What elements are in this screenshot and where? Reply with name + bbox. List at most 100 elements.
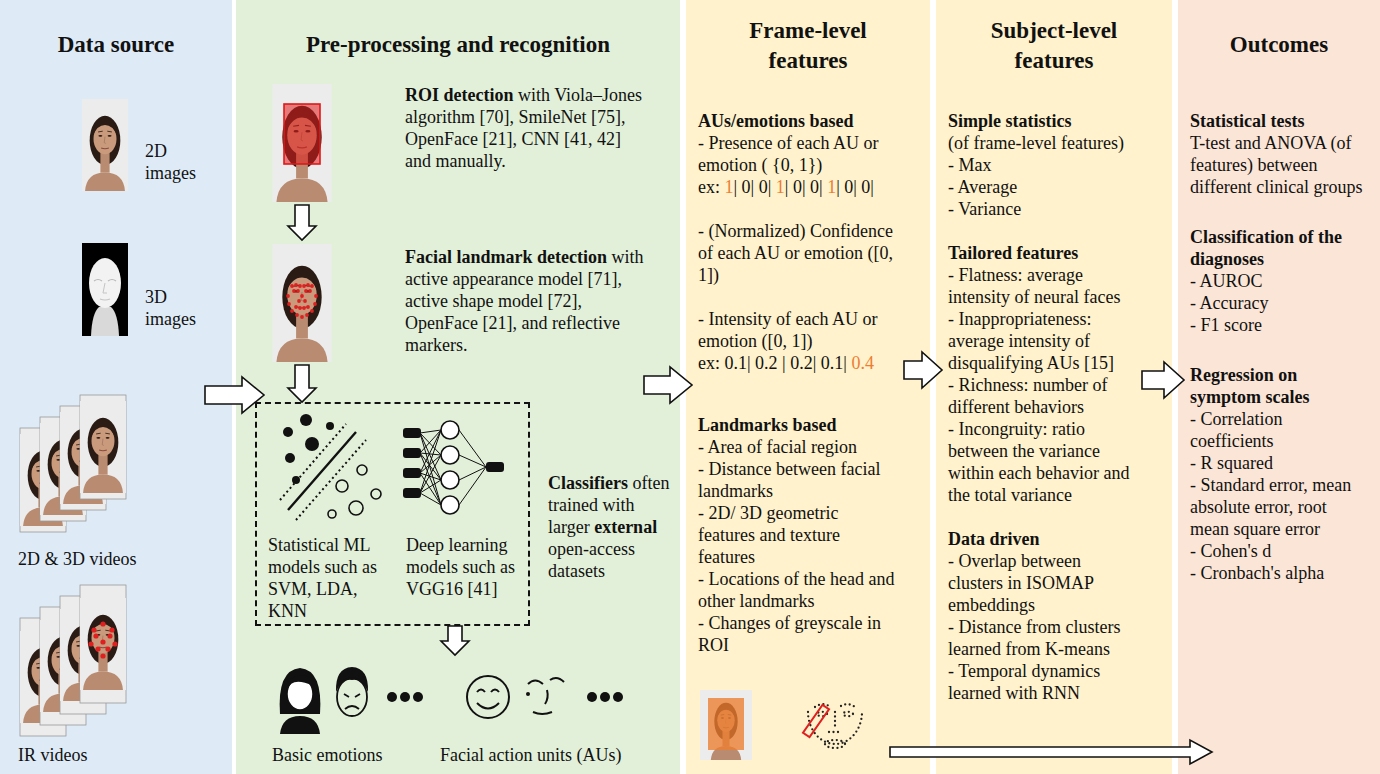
text-box: Statistical testsT-test and ANOVA (of fe… bbox=[1190, 110, 1370, 584]
landmark-face-part bbox=[308, 289, 312, 293]
text-box: 2D images bbox=[145, 140, 207, 184]
section-heading: Data driven bbox=[948, 528, 1138, 550]
ir-video-stack-part bbox=[93, 633, 98, 638]
statistical-ml-icon-part bbox=[326, 422, 334, 430]
column-panel: OutcomesStatistical testsT-test and ANOV… bbox=[1178, 0, 1380, 774]
emotion-icons-part bbox=[413, 692, 423, 702]
landmark-face-part bbox=[306, 283, 310, 287]
text-box: Classifiersoften trained with largerexte… bbox=[548, 472, 676, 582]
statistical-ml-icon-part bbox=[305, 437, 319, 451]
text-box: Data source bbox=[0, 30, 232, 60]
neural-network-icon-part bbox=[403, 468, 421, 478]
neural-network-icon-part bbox=[441, 471, 459, 489]
ir-video-stack-part bbox=[107, 633, 112, 638]
source-label: 3D images bbox=[145, 286, 207, 330]
section-heading: Statistical tests bbox=[1190, 110, 1370, 132]
feature-item: - Temporal dynamics learned with RNN bbox=[948, 660, 1138, 704]
text-box: Outcomes bbox=[1178, 30, 1380, 60]
landmark-face-part bbox=[295, 313, 299, 317]
ir-video-stack-part bbox=[88, 641, 93, 646]
roi-face-part bbox=[284, 104, 320, 164]
description-text: open-access datasets bbox=[548, 539, 635, 581]
ir-video-stack-part bbox=[88, 621, 117, 658]
neural-network-icon-part bbox=[441, 496, 459, 514]
feature-item: ex: 1| 0| 0| 1| 0| 0| 1| 0| 0| bbox=[698, 176, 898, 198]
text-box: Subject-level features bbox=[974, 16, 1134, 76]
output-group: Basic emotions Facial action units (AUs) bbox=[262, 655, 666, 770]
section-heading: Regression on symptom scales bbox=[1190, 364, 1370, 408]
neural-network-icon-part bbox=[486, 462, 504, 472]
output-label: Basic emotions bbox=[272, 744, 432, 766]
roi-feature-face-part bbox=[700, 690, 752, 760]
text-box: Statistical ML models such as SVM, LDA, … bbox=[268, 534, 400, 622]
feature-item: - Presence of each AU or emotion ( {0, 1… bbox=[698, 132, 898, 176]
panel-heading: Outcomes bbox=[1178, 30, 1380, 60]
section-heading: Landmarks based bbox=[698, 414, 898, 436]
section-heading: Simple statistics bbox=[948, 110, 1138, 132]
classifier-box: Statistical ML models such as SVM, LDA, … bbox=[255, 402, 530, 626]
landmark-face-part bbox=[298, 284, 302, 288]
text-paragraph: ROI detectionwith Viola–Jones algorithm … bbox=[405, 84, 647, 172]
step-group: ROI detectionwith Viola–Jones algorithm … bbox=[262, 80, 652, 205]
landmark-face-part bbox=[314, 294, 318, 298]
emotion-icons-part bbox=[387, 692, 397, 702]
landmark-face-part bbox=[294, 305, 298, 309]
panel-heading: Frame-level features bbox=[732, 16, 884, 76]
feature-item: - AUROC bbox=[1190, 270, 1370, 292]
face-3d-scan bbox=[82, 243, 128, 336]
neural-network-icon-part bbox=[441, 421, 459, 439]
neural-network-icon-part bbox=[403, 488, 421, 498]
feature-item: - Standard error, mean absolute error, r… bbox=[1190, 474, 1370, 540]
text-box: 3D images bbox=[145, 286, 207, 330]
roi-face bbox=[273, 84, 332, 202]
model-label: Deep learning models such as VGG16 [41] bbox=[406, 534, 524, 600]
landmark-face-part bbox=[300, 294, 304, 298]
landmark-face-part bbox=[302, 306, 306, 310]
face-photo bbox=[82, 99, 128, 191]
feature-item: - Flatness: average intensity of neural … bbox=[948, 264, 1138, 308]
section-heading: AUs/emotions based bbox=[698, 110, 898, 132]
feature-item: T-test and ANOVA (of features) between d… bbox=[1190, 132, 1370, 198]
text-box: Basic emotions bbox=[272, 744, 432, 766]
panel-heading: Data source bbox=[0, 30, 232, 60]
column-panel: Frame-level featuresAUs/emotions based- … bbox=[686, 0, 930, 774]
text-box: 2D & 3D videos bbox=[18, 548, 218, 570]
ir-video-stack-part bbox=[100, 621, 105, 626]
source-label: 2D images bbox=[145, 140, 207, 184]
ir-video-stack-part bbox=[91, 627, 96, 632]
landmark-face-part bbox=[290, 309, 294, 313]
ir-video-stack-part bbox=[95, 646, 100, 651]
feature-item: - Incongruity: ratio between the varianc… bbox=[948, 418, 1138, 506]
output-label: Facial action units (AUs) bbox=[440, 744, 660, 766]
landmark-face-part bbox=[305, 313, 309, 317]
action-unit-icons-part bbox=[526, 692, 530, 696]
ir-video-stack-part bbox=[112, 641, 117, 646]
landmark-face-part bbox=[310, 309, 314, 313]
landmark-face-part bbox=[304, 289, 308, 293]
ir-video-stack-part bbox=[100, 639, 105, 644]
feature-item: ex: 0.1| 0.2 | 0.2| 0.1| 0.4 bbox=[698, 352, 898, 374]
roi-feature-face bbox=[700, 690, 752, 760]
text-box: Frame-level features bbox=[732, 16, 884, 76]
landmark-face-part bbox=[294, 283, 298, 287]
ir-video-stack-part bbox=[100, 653, 105, 658]
column-panel: Subject-level featuresSimple statistics(… bbox=[936, 0, 1172, 774]
highlight-value: 1 bbox=[776, 177, 785, 197]
neural-network-icon-part bbox=[403, 428, 421, 438]
feature-item: - Distance between facial landmarks bbox=[698, 458, 898, 502]
landmark-face-part bbox=[313, 302, 317, 306]
ir-video-stack-part bbox=[80, 598, 126, 690]
feature-item: - Variance bbox=[948, 198, 1138, 220]
landmark-face-part bbox=[290, 284, 294, 288]
feature-item: - Correlation coefficients bbox=[1190, 408, 1370, 452]
landmark-face-part bbox=[273, 244, 332, 362]
ir-video-stack-part bbox=[105, 646, 110, 651]
text-box: Pre-processing and recognition bbox=[236, 30, 680, 60]
text-box: Deep learning models such as VGG16 [41] bbox=[406, 534, 524, 600]
ir-video-stack-part bbox=[109, 627, 114, 632]
feature-item: - Inappropriateness: average intensity o… bbox=[948, 308, 1138, 374]
step-group: Facial landmark detectionwith active app… bbox=[262, 240, 652, 365]
landmark-face-part bbox=[298, 306, 302, 310]
